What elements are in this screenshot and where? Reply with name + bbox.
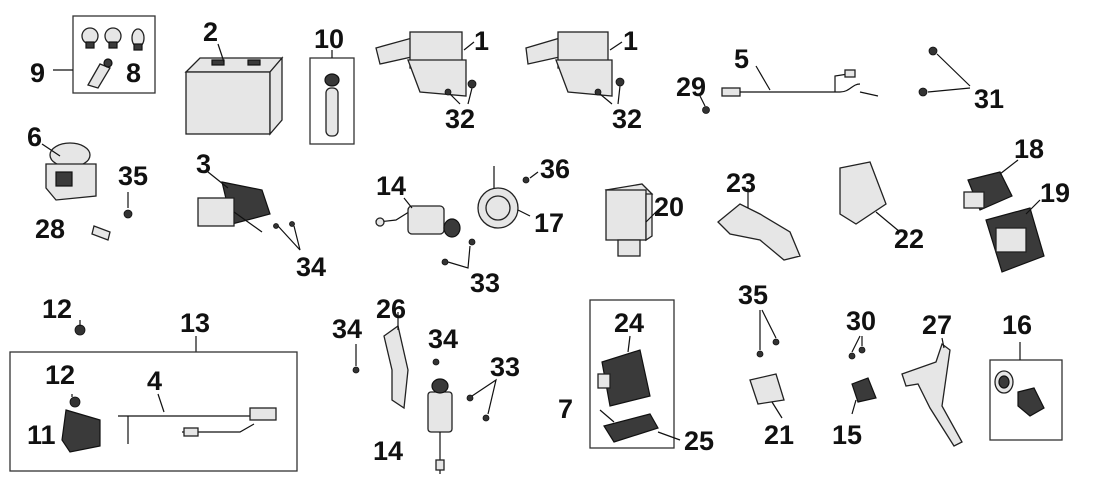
starter-relay-bottom-icon bbox=[427, 358, 497, 474]
label-8: 8 bbox=[126, 58, 141, 88]
relay-icon bbox=[604, 183, 659, 257]
label-24: 24 bbox=[614, 308, 644, 338]
label-28: 28 bbox=[35, 214, 65, 244]
control-unit-icon bbox=[839, 161, 901, 233]
label-34-left: 34 bbox=[332, 314, 362, 344]
fuse-group bbox=[309, 50, 355, 145]
label-11: 11 bbox=[27, 420, 56, 450]
label-29: 29 bbox=[676, 72, 706, 102]
remote-receiver-icon bbox=[599, 409, 681, 443]
ignition-switch-icon bbox=[41, 142, 133, 241]
label-35-left: 35 bbox=[118, 161, 148, 191]
label-31: 31 bbox=[974, 84, 1004, 114]
label-2: 2 bbox=[203, 17, 218, 47]
ignition-coil-left-icon bbox=[375, 31, 477, 105]
label-17: 17 bbox=[534, 208, 564, 238]
label-25: 25 bbox=[684, 426, 714, 456]
handlebar-switch-icon bbox=[963, 159, 1045, 273]
label-9: 9 bbox=[30, 58, 45, 88]
label-1-right: 1 bbox=[623, 26, 638, 56]
horn-icon bbox=[477, 166, 539, 229]
starter-cable-group bbox=[9, 320, 298, 472]
label-34-top: 34 bbox=[296, 252, 326, 282]
fuse-holder-icon bbox=[994, 370, 1045, 417]
label-1-left: 1 bbox=[474, 26, 489, 56]
label-13: 13 bbox=[180, 308, 210, 338]
cdi-group bbox=[589, 299, 681, 449]
label-23: 23 bbox=[726, 168, 756, 198]
regulator-icon bbox=[197, 171, 301, 251]
fuse-icon bbox=[324, 73, 340, 137]
label-27: 27 bbox=[922, 310, 952, 340]
label-14-bottom: 14 bbox=[373, 436, 403, 466]
screws-icon bbox=[918, 46, 971, 97]
relay-bracket-icon bbox=[717, 188, 801, 261]
label-7: 7 bbox=[558, 394, 573, 424]
label-35-right: 35 bbox=[738, 280, 768, 310]
starter-relay-cover-icon bbox=[61, 409, 101, 453]
key-set-group bbox=[53, 15, 156, 94]
fuse-holder-group bbox=[989, 342, 1063, 441]
label-20: 20 bbox=[654, 192, 684, 222]
tilt-sensor-icon bbox=[749, 309, 785, 419]
label-32-left: 32 bbox=[445, 104, 475, 134]
label-33-top: 33 bbox=[470, 268, 500, 298]
label-32-right: 32 bbox=[612, 104, 642, 134]
ignition-coil-right-icon bbox=[525, 31, 625, 105]
label-36: 36 bbox=[540, 154, 570, 184]
label-18: 18 bbox=[1014, 134, 1044, 164]
label-12-inner: 12 bbox=[45, 360, 75, 390]
label-12-top: 12 bbox=[42, 294, 72, 324]
mounting-bracket-icon bbox=[901, 337, 963, 447]
label-30: 30 bbox=[846, 306, 876, 336]
starter-relay-top-icon bbox=[375, 197, 476, 269]
battery-icon bbox=[184, 43, 284, 136]
label-21: 21 bbox=[764, 420, 794, 450]
label-34-center: 34 bbox=[428, 324, 458, 354]
label-16: 16 bbox=[1002, 310, 1032, 340]
key-icon bbox=[87, 58, 113, 89]
lock-cylinder-icon bbox=[81, 27, 145, 51]
wiring-harness-icon bbox=[118, 407, 277, 444]
relay-mount-bracket-icon bbox=[352, 312, 409, 410]
label-26: 26 bbox=[376, 294, 406, 324]
label-4: 4 bbox=[147, 366, 162, 396]
label-33-bottom: 33 bbox=[490, 352, 520, 382]
label-15: 15 bbox=[832, 420, 862, 450]
ground-cable-icon bbox=[699, 65, 879, 114]
label-10: 10 bbox=[314, 24, 344, 54]
label-22: 22 bbox=[894, 224, 924, 254]
cdi-unit-icon bbox=[597, 335, 651, 407]
label-6: 6 bbox=[27, 122, 42, 152]
speed-sensor-icon bbox=[848, 335, 877, 415]
label-14-top: 14 bbox=[376, 171, 406, 201]
label-5: 5 bbox=[734, 44, 749, 74]
label-19: 19 bbox=[1040, 178, 1070, 208]
label-3: 3 bbox=[196, 149, 211, 179]
